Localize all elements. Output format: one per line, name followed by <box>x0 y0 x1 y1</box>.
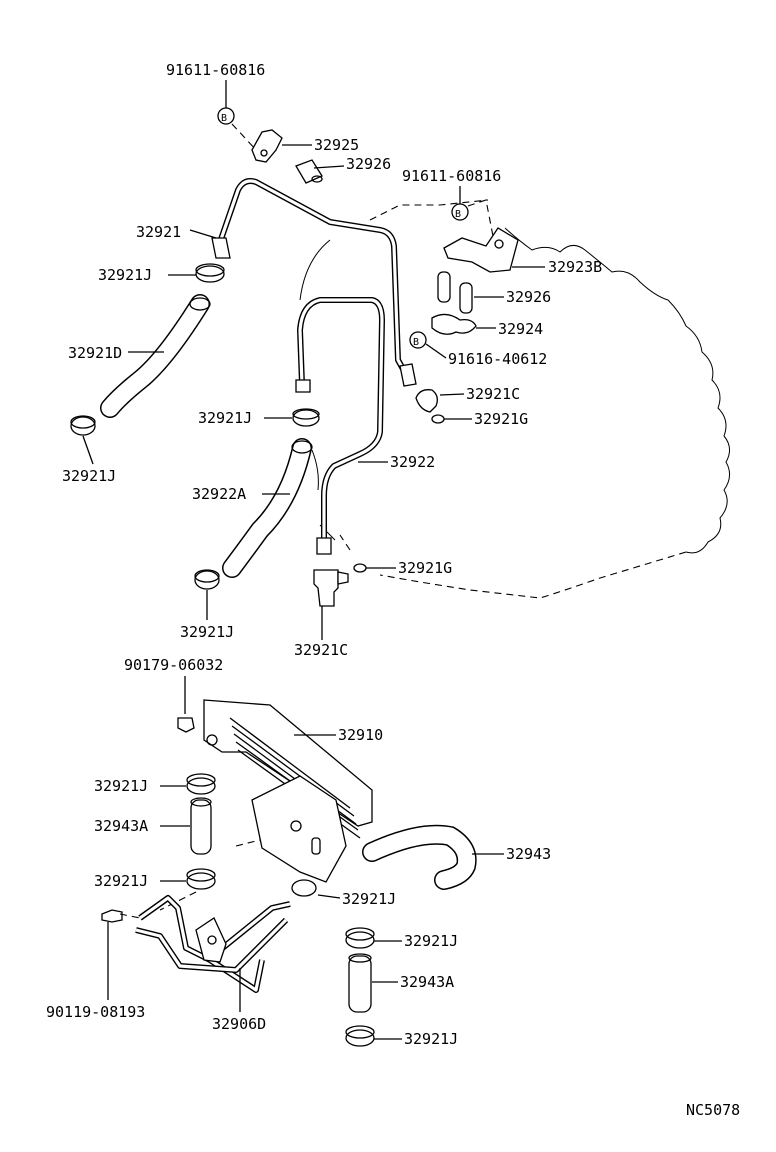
label-32921d: 32921D <box>68 344 122 362</box>
label-32906d: 32906D <box>212 1015 266 1033</box>
label-32921c-top: 32921C <box>466 385 520 403</box>
label-91616-40612: 91616-40612 <box>448 350 547 368</box>
label-32921j-8: 32921J <box>404 932 458 950</box>
bolt-90119-icon <box>101 909 123 923</box>
label-32943: 32943 <box>506 845 551 863</box>
svg-text:B: B <box>455 209 461 220</box>
label-32921j-2: 32921J <box>198 409 252 427</box>
top-bracket-assembly: B <box>217 80 345 184</box>
right-bracket-assembly: B B <box>409 186 545 424</box>
label-32943a-left: 32943A <box>94 817 148 835</box>
o-ring-32921g-icon <box>353 563 367 573</box>
label-91611-60816-right: 91611-60816 <box>402 167 501 185</box>
sleeve-32926-icon <box>295 159 323 184</box>
pipe-32922-group <box>194 297 396 640</box>
label-32922a: 32922A <box>192 485 246 503</box>
bolt-symbol-icon <box>451 203 469 221</box>
clamp-32921j-icon <box>195 265 225 283</box>
sleeve-32926-icon <box>437 271 451 303</box>
clamp-32921j-icon <box>292 409 320 427</box>
label-32924: 32924 <box>498 320 543 338</box>
oil-cooler-32910 <box>177 676 504 899</box>
clamp-32924-icon <box>431 313 477 335</box>
label-91611-60816-top: 91611-60816 <box>166 61 265 79</box>
hose-32943a-icon <box>190 799 212 855</box>
svg-text:B: B <box>221 113 227 124</box>
label-32921j-4: 32921J <box>180 623 234 641</box>
label-32926-top: 32926 <box>346 155 391 173</box>
label-32921: 32921 <box>136 223 181 241</box>
label-32925: 32925 <box>314 136 359 154</box>
svg-text:B: B <box>413 337 419 348</box>
label-32910: 32910 <box>338 726 383 744</box>
label-32921j-1: 32921J <box>98 266 152 284</box>
label-90179-06032: 90179-06032 <box>124 656 223 674</box>
label-32943a-right: 32943A <box>400 973 454 991</box>
label-90119-08193: 90119-08193 <box>46 1003 145 1021</box>
right-hose-stack <box>345 927 402 1047</box>
sleeve-32926-icon <box>459 282 473 314</box>
label-32921j-7: 32921J <box>342 890 396 908</box>
label-32921j-9: 32921J <box>404 1030 458 1048</box>
diagram-id: NC5078 <box>686 1101 740 1119</box>
label-32921c-bot: 32921C <box>294 641 348 659</box>
pipe-32921-group <box>70 178 417 465</box>
o-ring-32921g-icon <box>431 414 445 424</box>
transmission-outline <box>299 199 730 599</box>
pipe-32906d-group <box>101 895 291 1012</box>
label-32926-right: 32926 <box>506 288 551 306</box>
label-32921g-bot: 32921G <box>398 559 452 577</box>
clamp-32925-icon <box>251 129 283 163</box>
part-labels: 91611-60816 32925 32926 91611-60816 3292… <box>46 61 740 1119</box>
bolt-symbol-icon <box>409 331 427 349</box>
clamp-32921j-icon <box>194 570 220 590</box>
label-32921j-3: 32921J <box>62 467 116 485</box>
fitting-32921c-icon <box>415 389 438 413</box>
hose-32943a-icon <box>348 955 372 1013</box>
left-hose-stack <box>159 773 216 911</box>
clamp-32921j-icon <box>70 416 96 436</box>
label-32921j-5: 32921J <box>94 777 148 795</box>
label-32922: 32922 <box>390 453 435 471</box>
fitting-32921c-icon <box>313 569 339 607</box>
bolt-symbol-icon <box>217 107 235 125</box>
bracket-32923b-icon <box>443 227 519 273</box>
label-32921g-top: 32921G <box>474 410 528 428</box>
label-32923b: 32923B <box>548 258 602 276</box>
bolt-90179-icon <box>177 717 195 733</box>
clamp-32921j-icon <box>291 879 317 897</box>
label-32921j-6: 32921J <box>94 872 148 890</box>
